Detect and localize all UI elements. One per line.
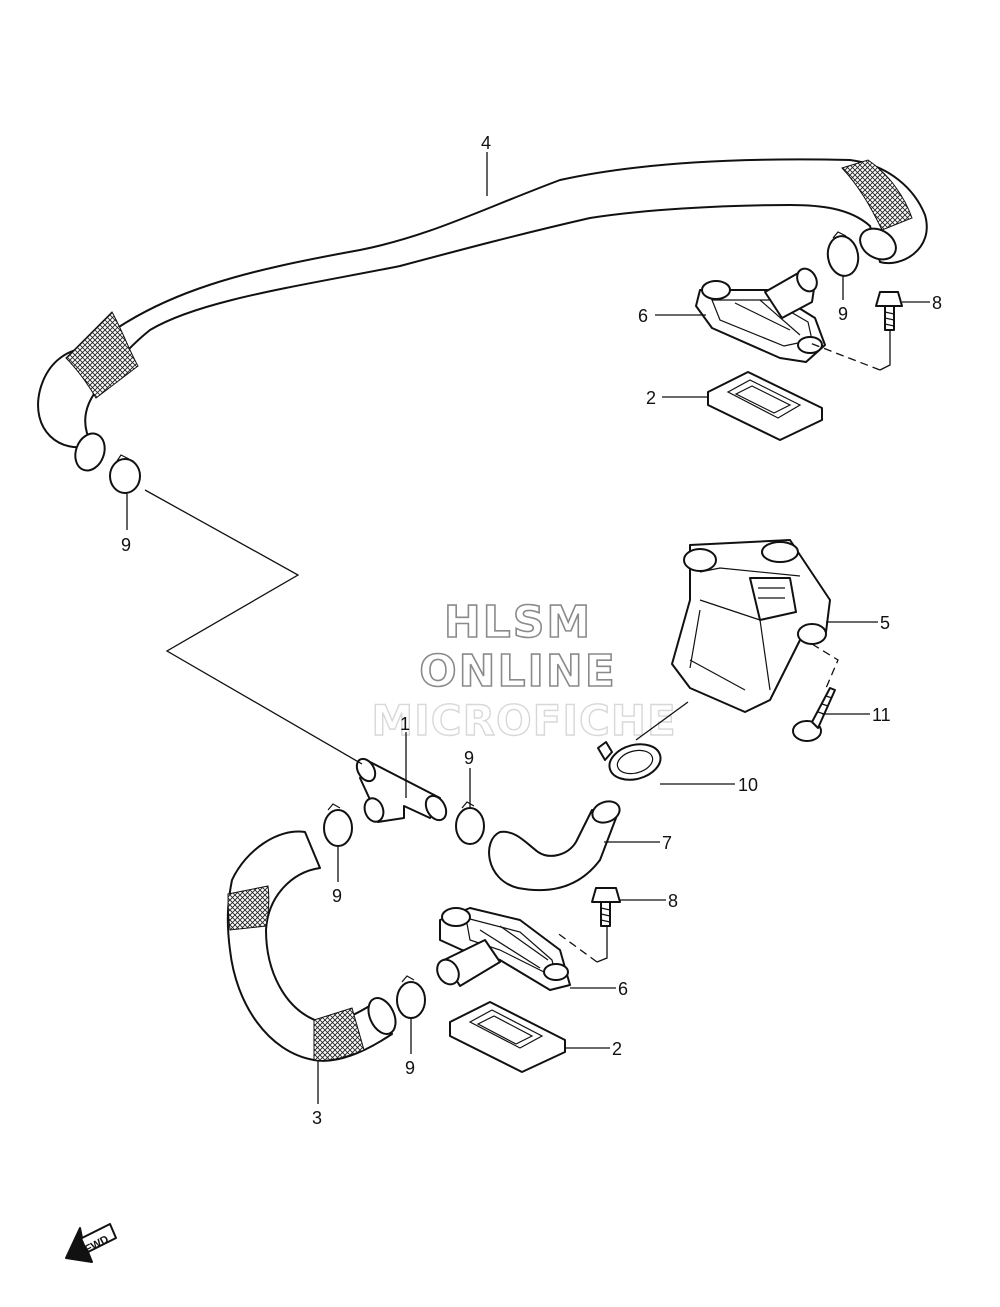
callout-9-mid-right: 9 — [464, 748, 474, 768]
callout-1: 1 — [400, 714, 410, 734]
callout-8-lower: 8 — [668, 891, 678, 911]
part-2-upper-gasket — [707, 371, 823, 441]
callout-2-upper: 2 — [646, 388, 656, 408]
callout-4: 4 — [481, 133, 491, 153]
part-5-valve — [671, 539, 831, 713]
leader-lines — [126, 152, 930, 1104]
callout-10: 10 — [738, 775, 758, 795]
callout-7: 7 — [662, 833, 672, 853]
part-3-hose — [226, 830, 397, 1062]
watermark-line3: MICROFICHE — [371, 696, 676, 745]
part-8-lower-bolt — [591, 887, 621, 927]
callout-9-lower: 9 — [405, 1058, 415, 1078]
part-9-clips — [109, 231, 860, 1019]
callout-3: 3 — [312, 1108, 322, 1128]
callout-11: 11 — [872, 705, 891, 725]
fwd-arrow-icon: FWD — [65, 1223, 117, 1263]
callouts: 4 6 8 9 2 9 5 11 1 9 10 7 9 8 6 2 9 3 — [121, 133, 942, 1128]
callout-8-upper: 8 — [932, 293, 942, 313]
part-6-lower-cover — [436, 907, 571, 991]
callout-9-upper-right: 9 — [838, 304, 848, 324]
callout-6-lower: 6 — [618, 979, 628, 999]
callout-6-upper: 6 — [638, 306, 648, 326]
part-7-elbow-hose — [488, 800, 621, 892]
part-4-hose — [37, 158, 928, 472]
part-11-screw — [792, 687, 836, 742]
part-6-upper-cover — [695, 267, 826, 363]
watermark-line2: ONLINE — [419, 646, 617, 697]
part-10-clamp — [597, 741, 662, 781]
callout-5: 5 — [880, 613, 890, 633]
callout-9-mid-left: 9 — [332, 886, 342, 906]
part-2-lower-gasket — [449, 1001, 566, 1073]
part-1-t-joint — [355, 757, 448, 823]
callout-2-lower: 2 — [612, 1039, 622, 1059]
part-8-upper-bolt — [875, 291, 903, 331]
callout-9-upper-left: 9 — [121, 535, 131, 555]
watermark: HLSM ONLINE MICROFICHE — [371, 596, 677, 746]
watermark-line1: HLSM — [444, 597, 592, 648]
